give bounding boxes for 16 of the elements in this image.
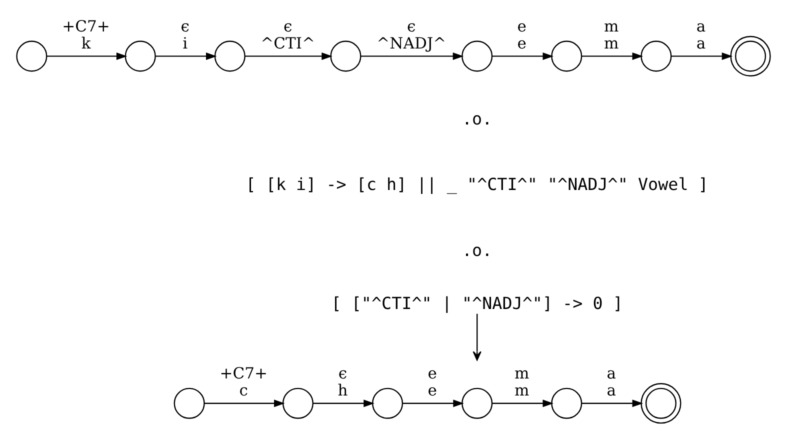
edge-label: +C7+ k: [62, 18, 110, 52]
edge-label: +C7+ c: [219, 364, 268, 400]
node-text: [ ["^CTI^" | "^NADJ^"] -> 0 ]: [330, 292, 622, 313]
label: .o.: [462, 108, 492, 129]
label: .o.: [462, 240, 492, 260]
edge-label: a a: [606, 364, 616, 400]
edge-label: a a: [696, 18, 706, 52]
label: [ [k i] -> [c h] || _ "^CTI^" "^NADJ^" Vowel ]: [245, 174, 708, 194]
edge-label: ϵ i: [180, 18, 189, 52]
edge-label: m m: [604, 18, 618, 52]
edge-label: m m: [514, 364, 529, 400]
edge-label: ϵ ^NADJ^: [376, 18, 446, 52]
edge-label: e e: [516, 18, 526, 52]
edge-label: e e: [427, 364, 436, 400]
edge-label: ϵ ^CTI^: [260, 18, 315, 52]
edge-label: ϵ h: [337, 364, 348, 400]
